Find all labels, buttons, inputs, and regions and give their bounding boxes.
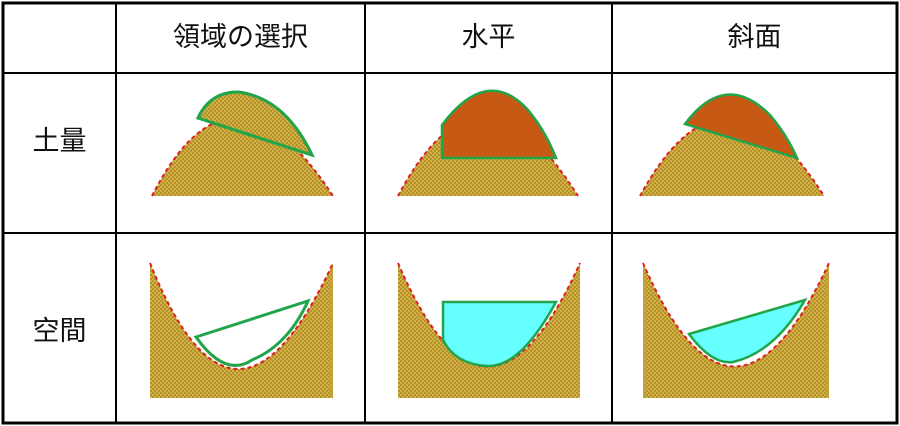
mound-selection-diagram — [151, 90, 334, 197]
header-slope: 斜面 — [727, 22, 782, 53]
mound-slope-diagram — [639, 93, 825, 197]
valley-selection-diagram — [149, 262, 334, 398]
row-label-space: 空間 — [32, 316, 87, 347]
valley-slope-diagram — [642, 262, 830, 398]
row-label-soil-volume: 土量 — [32, 126, 87, 157]
header-horizontal: 水平 — [461, 22, 516, 53]
valley-horizontal-diagram — [397, 262, 581, 398]
header-region-selection: 領域の選択 — [173, 22, 308, 53]
mound-horizontal-diagram — [397, 89, 579, 197]
